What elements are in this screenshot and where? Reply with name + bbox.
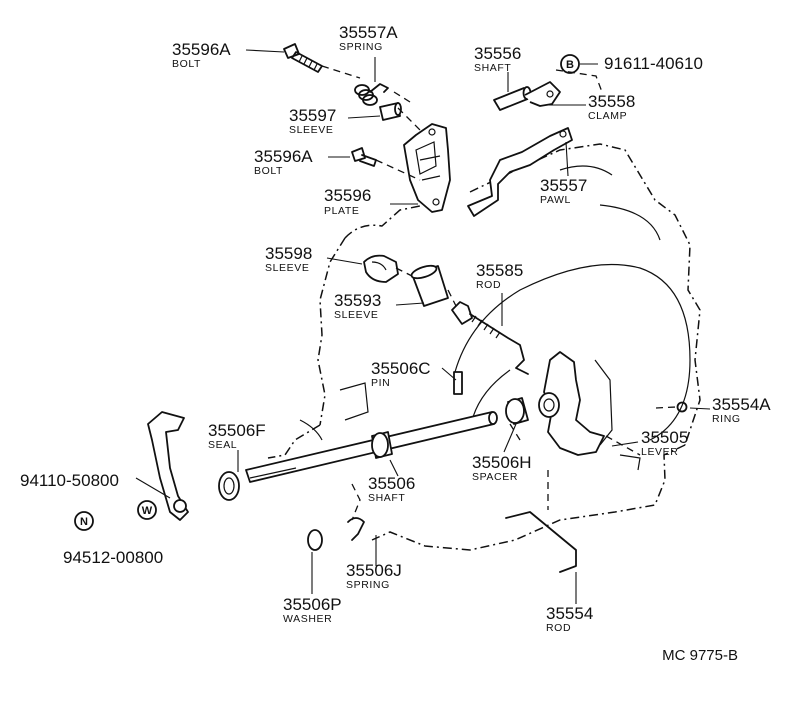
label-35593-number: 35593 bbox=[334, 291, 381, 310]
label-35506f-number: 35506F bbox=[208, 421, 266, 440]
label-35597-number: 35597 bbox=[289, 106, 336, 125]
label-35558-number: 35558 bbox=[588, 92, 635, 111]
seal bbox=[218, 471, 240, 501]
label-35598-number: 35598 bbox=[265, 244, 312, 263]
shaft-small bbox=[493, 86, 532, 111]
label-35506j-number: 35506J bbox=[346, 561, 402, 580]
label-35554-number: 35554 bbox=[546, 604, 593, 623]
label-35598-name: SLEEVE bbox=[265, 262, 309, 274]
ring bbox=[676, 401, 688, 413]
transmission-case bbox=[267, 143, 701, 551]
symbol-n-icon: N bbox=[74, 511, 94, 531]
label-35585-number: 35585 bbox=[476, 261, 523, 280]
symbol-b-letter: B bbox=[566, 59, 574, 71]
sleeve-cylinder bbox=[410, 264, 449, 307]
symbol-b-icon: B bbox=[560, 54, 580, 74]
rod-shift bbox=[451, 301, 529, 375]
label-94110-50800-number: 94110-50800 bbox=[20, 471, 119, 490]
label-35596a-top-number: 35596A bbox=[172, 40, 231, 59]
label-35506p-number: 35506P bbox=[283, 595, 342, 614]
label-35557-number: 35557 bbox=[540, 176, 587, 195]
washer bbox=[307, 529, 323, 551]
label-35554-name: ROD bbox=[546, 622, 571, 634]
label-35596a-second-name: BOLT bbox=[254, 165, 283, 177]
label-35557-name: PAWL bbox=[540, 194, 571, 206]
label-91611-40610-number: 91611-40610 bbox=[604, 54, 703, 73]
spacer bbox=[505, 397, 529, 425]
spring-lower bbox=[347, 517, 365, 541]
pawl bbox=[467, 127, 573, 217]
label-35596-name: PLATE bbox=[324, 205, 359, 217]
part-labels: 35596A BOLT 35557A SPRING 35556 SHAFT 91… bbox=[20, 23, 771, 634]
label-35506h-name: SPACER bbox=[472, 471, 518, 483]
label-35556-number: 35556 bbox=[474, 44, 521, 63]
plate bbox=[403, 123, 451, 213]
sleeve-small bbox=[379, 102, 402, 121]
symbol-w-letter: W bbox=[142, 505, 153, 517]
label-35506c-name: PIN bbox=[371, 377, 390, 389]
bolt-second bbox=[351, 147, 377, 167]
pin bbox=[453, 371, 463, 395]
main-shaft bbox=[245, 411, 498, 483]
label-35596-number: 35596 bbox=[324, 186, 371, 205]
label-35506h-number: 35506H bbox=[472, 453, 532, 472]
label-35558-name: CLAMP bbox=[588, 110, 627, 122]
diagram-reference-code: MC 9775-B bbox=[662, 647, 738, 664]
sleeve-half bbox=[363, 254, 399, 283]
bolt-top bbox=[283, 43, 323, 73]
label-35596a-second-number: 35596A bbox=[254, 147, 313, 166]
control-lever bbox=[147, 411, 189, 521]
label-35597-name: SLEEVE bbox=[289, 124, 333, 136]
label-35557a-name: SPRING bbox=[339, 41, 383, 53]
label-35506-number: 35506 bbox=[368, 474, 415, 493]
symbol-w-icon: W bbox=[137, 500, 157, 520]
label-35556-name: SHAFT bbox=[474, 62, 511, 74]
rod-lower bbox=[505, 511, 577, 573]
label-35554a-name: RING bbox=[712, 413, 741, 425]
label-35505-number: 35505 bbox=[641, 428, 688, 447]
label-35506p-name: WASHER bbox=[283, 613, 332, 625]
label-35593-name: SLEEVE bbox=[334, 309, 378, 321]
clamp bbox=[524, 81, 561, 107]
label-35554a-number: 35554A bbox=[712, 395, 771, 414]
label-35506c-number: 35506C bbox=[371, 359, 431, 378]
label-35505-name: LEVER bbox=[641, 446, 678, 458]
spring-top bbox=[354, 83, 389, 106]
label-35557a-number: 35557A bbox=[339, 23, 398, 42]
label-94512-00800-number: 94512-00800 bbox=[63, 548, 163, 567]
leader-lines bbox=[135, 49, 711, 604]
label-35506f-name: SEAL bbox=[208, 439, 237, 451]
label-35506-name: SHAFT bbox=[368, 492, 405, 504]
label-35506j-name: SPRING bbox=[346, 579, 390, 591]
assembly-lines bbox=[321, 65, 677, 521]
symbol-n-letter: N bbox=[80, 516, 88, 528]
lever bbox=[538, 351, 605, 456]
label-35596a-top-name: BOLT bbox=[172, 58, 201, 70]
label-35585-name: ROD bbox=[476, 279, 501, 291]
